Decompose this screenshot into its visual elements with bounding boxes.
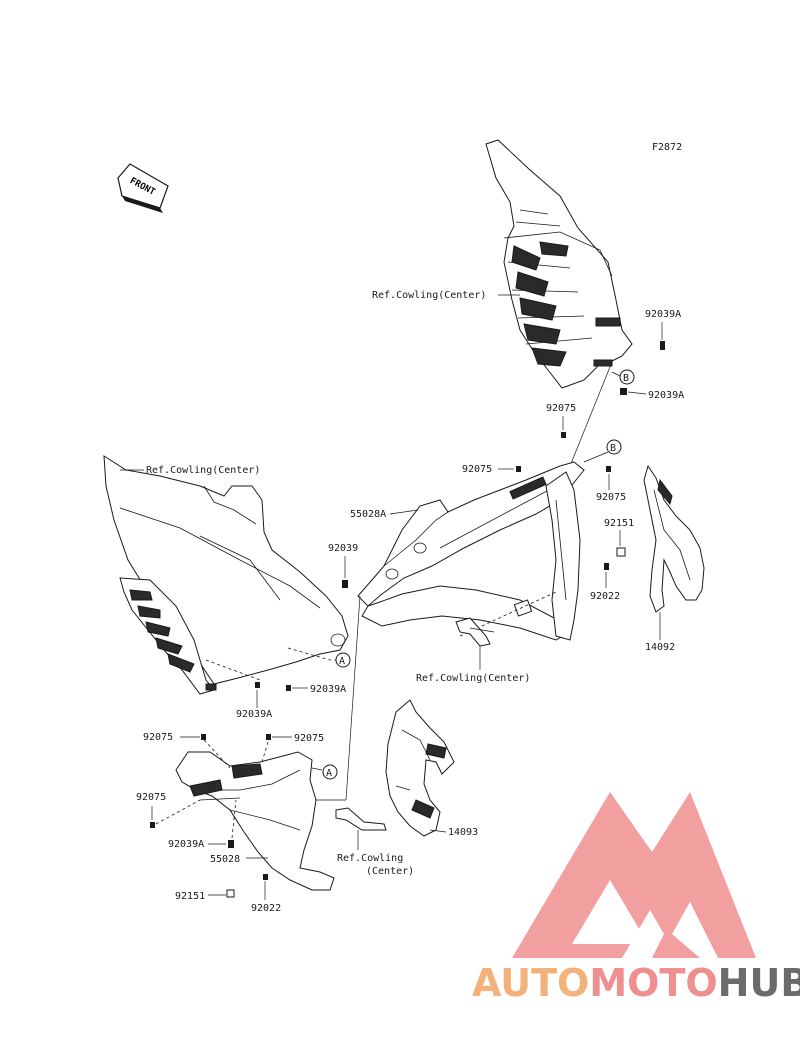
side-trim-14092 xyxy=(643,464,705,613)
inner-panel-right xyxy=(513,471,581,641)
inner-panel-14093 xyxy=(385,699,455,837)
grommet-icon xyxy=(226,889,235,898)
callout-a-lower: A xyxy=(322,764,338,780)
label-92022-right: 92022 xyxy=(590,591,620,602)
clip-icon xyxy=(516,466,521,472)
label-92039a-upper: 92039A xyxy=(645,309,681,320)
mounting-bracket-lower xyxy=(335,807,387,831)
label-55028: 55028 xyxy=(210,854,240,865)
bolt-icon xyxy=(342,580,348,588)
label-92075-lower-2: 92075 xyxy=(294,733,324,744)
front-arrow-icon: FRONT xyxy=(117,163,169,213)
label-14092: 14092 xyxy=(645,642,675,653)
bolt-icon xyxy=(255,682,260,688)
bolt-icon xyxy=(286,685,291,691)
label-92075-upper: 92075 xyxy=(546,403,576,414)
svg-text:B: B xyxy=(610,443,616,454)
bolt-icon xyxy=(228,840,234,848)
svg-text:B: B xyxy=(623,373,629,384)
label-92039a-left-1: 92039A xyxy=(236,709,272,720)
label-ref-cowling-bottom-2: (Center) xyxy=(366,866,414,877)
label-92151-right: 92151 xyxy=(604,518,634,529)
mounting-bracket-mid xyxy=(455,617,495,647)
svg-text:A: A xyxy=(326,768,332,779)
grommet-icon xyxy=(616,547,626,557)
lower-left-cowling xyxy=(175,751,335,891)
watermark-text: AUTOMOTOHUB xyxy=(472,961,800,1005)
label-92039a-upper-2: 92039A xyxy=(648,390,684,401)
clip-icon xyxy=(201,734,206,740)
label-ref-cowling-center-mid: Ref.Cowling(Center) xyxy=(416,673,530,684)
watermark-logo xyxy=(512,792,756,958)
label-92075-lower-1: 92075 xyxy=(143,732,173,743)
label-92039a-lower: 92039A xyxy=(168,839,204,850)
middle-side-cowling xyxy=(357,461,585,641)
label-92022-lower: 92022 xyxy=(251,903,281,914)
label-ref-cowling-center-top: Ref.Cowling(Center) xyxy=(372,290,486,301)
label-92075-lower-3: 92075 xyxy=(136,792,166,803)
bolt-icon xyxy=(620,388,627,395)
callout-b-mid: B xyxy=(606,439,622,455)
svg-text:A: A xyxy=(339,656,345,667)
clip-icon xyxy=(561,432,566,438)
clip-icon xyxy=(606,466,611,472)
left-side-cowling xyxy=(103,455,349,695)
clip-icon xyxy=(266,734,271,740)
label-92039: 92039 xyxy=(328,543,358,554)
callout-a-upper: A xyxy=(335,652,351,668)
bolt-icon xyxy=(604,563,609,570)
bolt-icon xyxy=(660,322,665,350)
label-92151-lower: 92151 xyxy=(175,891,205,902)
clip-icon xyxy=(150,822,155,828)
figure-code: F2872 xyxy=(652,142,682,153)
callout-b-upper: B xyxy=(611,369,635,385)
label-55028a: 55028A xyxy=(350,509,386,520)
label-92075-right: 92075 xyxy=(596,492,626,503)
label-14093: 14093 xyxy=(448,827,478,838)
label-92039a-left-2: 92039A xyxy=(310,684,346,695)
bolt-icon xyxy=(263,874,268,880)
label-ref-cowling-center-left: Ref.Cowling(Center) xyxy=(146,465,260,476)
upper-center-cowling xyxy=(485,139,633,389)
label-92075-mid: 92075 xyxy=(462,464,492,475)
label-ref-cowling-bottom-1: Ref.Cowling xyxy=(337,853,403,864)
